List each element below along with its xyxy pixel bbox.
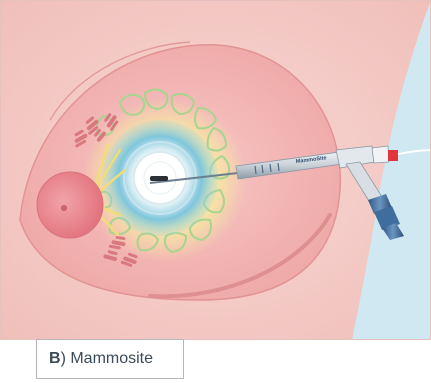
red-cap	[388, 150, 398, 161]
caption-text: Mammosite	[70, 350, 153, 368]
nipple-center	[61, 205, 67, 211]
nipple	[37, 172, 103, 238]
catheter-tip	[150, 176, 168, 181]
red-cap-tube	[372, 146, 389, 163]
caption-letter: B	[49, 350, 61, 368]
caption-box: B) Mammosite	[36, 339, 184, 379]
